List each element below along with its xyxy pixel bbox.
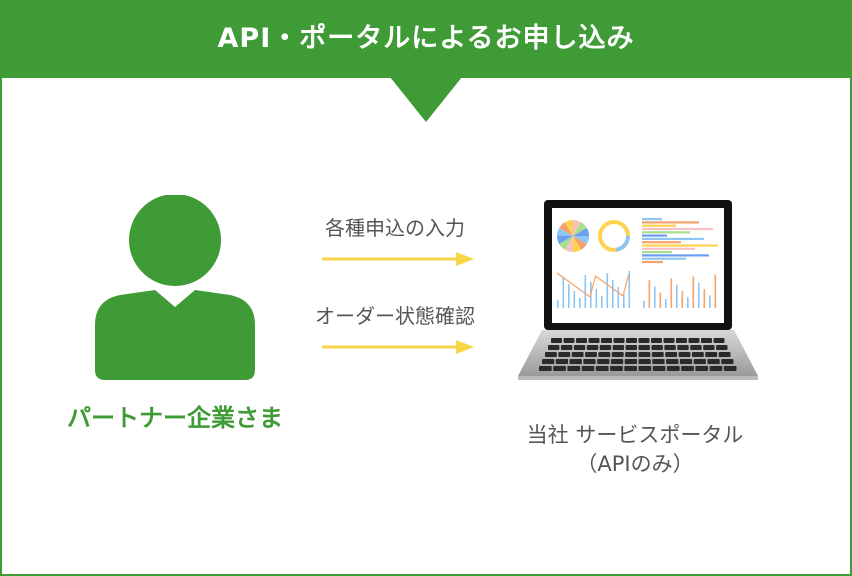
laptop-icon bbox=[518, 200, 758, 380]
portal-sublabel: （APIのみ） bbox=[576, 452, 694, 476]
partner-label: パートナー企業さま bbox=[67, 404, 283, 432]
flow-label-status: オーダー状態確認 bbox=[315, 304, 475, 328]
banner-pointer bbox=[390, 77, 462, 122]
flow-label-input: 各種申込の入力 bbox=[325, 216, 465, 240]
arrow-right-icon bbox=[322, 252, 474, 266]
person-icon bbox=[95, 195, 255, 380]
portal-label: 当社 サービスポータル bbox=[526, 423, 744, 447]
arrow-right-icon bbox=[322, 340, 474, 354]
title-banner: API・ポータルによるお申し込み bbox=[0, 0, 852, 78]
